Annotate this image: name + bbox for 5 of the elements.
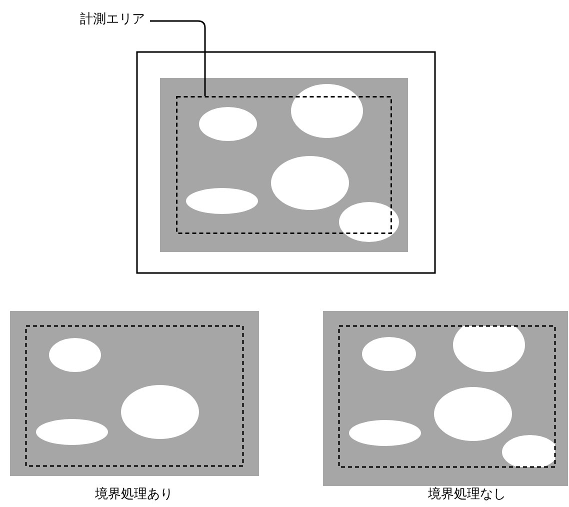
caption: 境界処理あり (95, 487, 173, 503)
measurement-area (176, 96, 392, 234)
caption: 境界処理なし (428, 487, 506, 503)
callout-label: 計測エリア (80, 12, 145, 28)
leader-line (150, 20, 206, 96)
